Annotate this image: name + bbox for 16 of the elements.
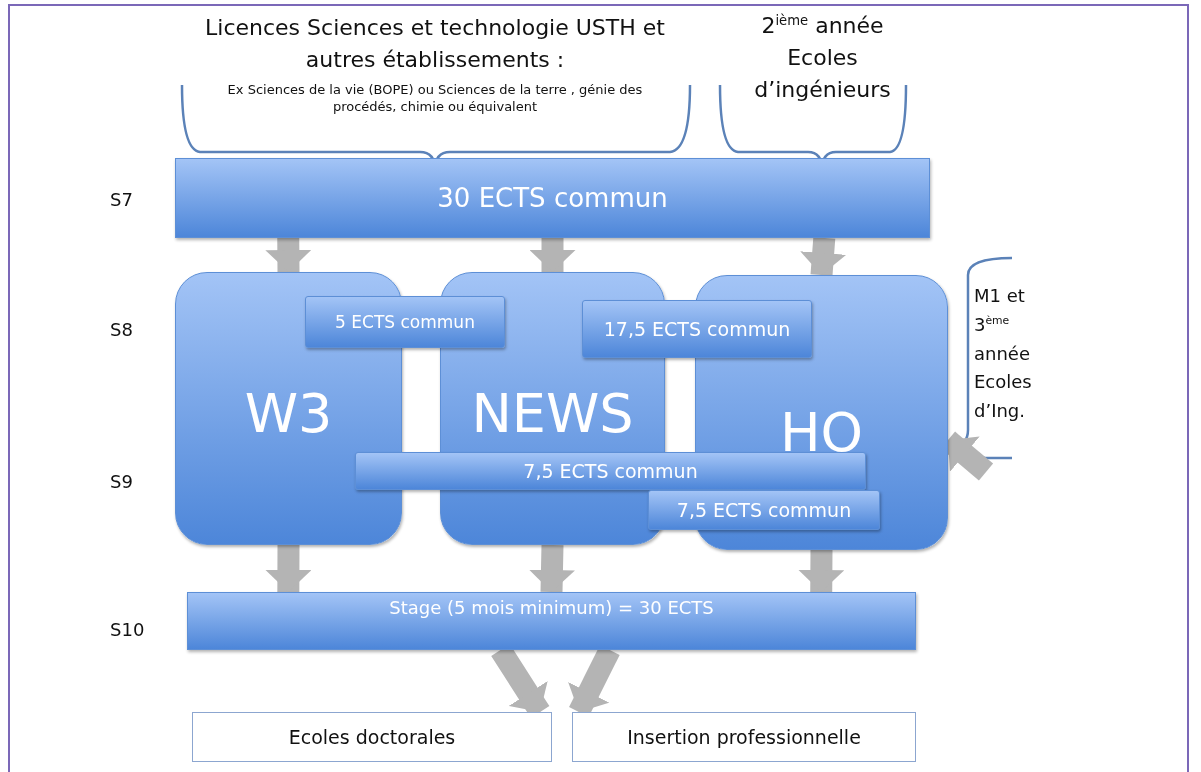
semester-label: S9 <box>110 470 134 494</box>
heading-text: Licences Sciences et technologie USTH et autres établissements : <box>204 14 666 74</box>
shared-module-bar: 7,5 ECTS commun <box>355 452 866 490</box>
internship-bar: Stage (5 mois minimum) = 30 ECTS <box>187 592 916 650</box>
subheading-text: Ex Sciences de la vie (BOPE) ou Sciences de la terre , génie des procédés, chimie ou équivalent <box>226 82 644 116</box>
shared-module-bar: 17,5 ECTS commun <box>582 300 812 358</box>
outcome-box: Insertion professionnelle <box>572 712 916 762</box>
shared-module-bar: 5 ECTS commun <box>305 296 505 348</box>
shared-module-bar: 7,5 ECTS commun <box>648 490 880 530</box>
semester-label: S8 <box>110 318 134 342</box>
outcome-box: Ecoles doctorales <box>192 712 552 762</box>
heading-text: 2$^{ième}$ année Ecoles d’ingénieurs <box>753 11 892 104</box>
semester-label: S10 <box>110 618 146 642</box>
semester-label: S7 <box>110 188 134 212</box>
process-bar: 30 ECTS commun <box>175 158 930 238</box>
entry-note: M1 et 3$^{ème}$ année Ecoles d’Ing. <box>974 282 1054 472</box>
